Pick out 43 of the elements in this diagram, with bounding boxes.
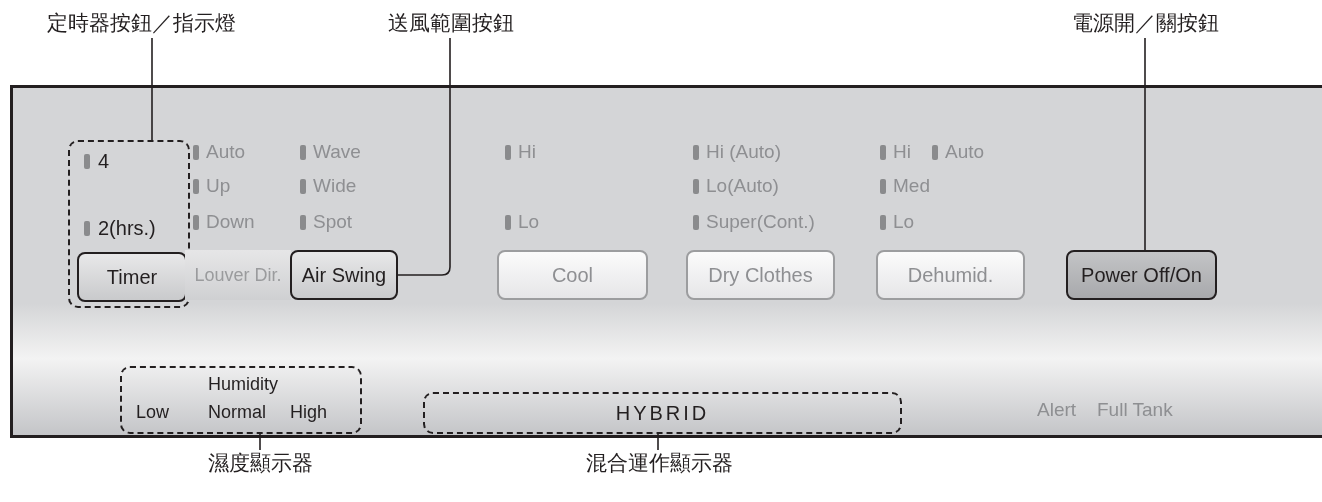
indicator-label: High bbox=[290, 402, 328, 423]
indicator-label: Hi bbox=[893, 141, 911, 163]
hybrid-display: HYBRID bbox=[423, 392, 902, 434]
dashed-outline bbox=[68, 140, 190, 308]
leader-line bbox=[151, 37, 153, 141]
power-button: Power Off/On bbox=[1066, 250, 1217, 300]
indicator-label: Lo bbox=[893, 211, 915, 233]
indicator-label: Hi (Auto) bbox=[706, 141, 781, 163]
indicator-label: Lo bbox=[518, 211, 540, 233]
indicator-label: Down bbox=[206, 211, 255, 233]
callout-label: 送風範圍按鈕 bbox=[388, 10, 512, 38]
indicator-label: Auto bbox=[945, 141, 985, 163]
panel-button: Timer bbox=[77, 252, 187, 302]
status-label: Alert bbox=[1037, 399, 1077, 421]
indicator-label: Wide bbox=[313, 175, 357, 197]
leader-line bbox=[397, 37, 451, 276]
callout-label: 定時器按鈕／指示燈 bbox=[10, 10, 272, 38]
indicator-label: Spot bbox=[313, 211, 353, 233]
leader-line bbox=[657, 433, 659, 451]
indicator-label: Auto bbox=[206, 141, 246, 163]
timer-indicator-label: 2(hrs.) bbox=[98, 217, 156, 240]
callout-label: 混合運作顯示器 bbox=[568, 450, 750, 478]
timer-indicator-label: 4 bbox=[98, 150, 110, 173]
indicator-label: Low bbox=[136, 402, 170, 423]
indicator-label: Super(Cont.) bbox=[706, 211, 815, 233]
indicator-label: Med bbox=[893, 175, 930, 197]
indicator-label: Up bbox=[206, 175, 231, 197]
indicator-label: Normal bbox=[208, 402, 266, 423]
panel-button: Dehumid. bbox=[876, 250, 1025, 300]
panel-button: Dry Clothes bbox=[686, 250, 835, 300]
indicator-label: Lo(Auto) bbox=[706, 175, 779, 197]
panel-button: Louver Dir. bbox=[185, 250, 291, 300]
indicator-label: Wave bbox=[313, 141, 361, 163]
status-label: Full Tank bbox=[1097, 399, 1173, 421]
dashed-outline bbox=[120, 366, 362, 434]
leader-line bbox=[259, 433, 261, 451]
leader-line bbox=[1144, 37, 1146, 251]
indicator-heading: Humidity bbox=[208, 374, 278, 395]
callout-label: 電源開／關按鈕 bbox=[1072, 10, 1218, 38]
callout-label: 濕度顯示器 bbox=[198, 450, 322, 478]
panel-button: Cool bbox=[497, 250, 648, 300]
indicator-label: Hi bbox=[518, 141, 536, 163]
panel-button: Air Swing bbox=[290, 250, 398, 300]
